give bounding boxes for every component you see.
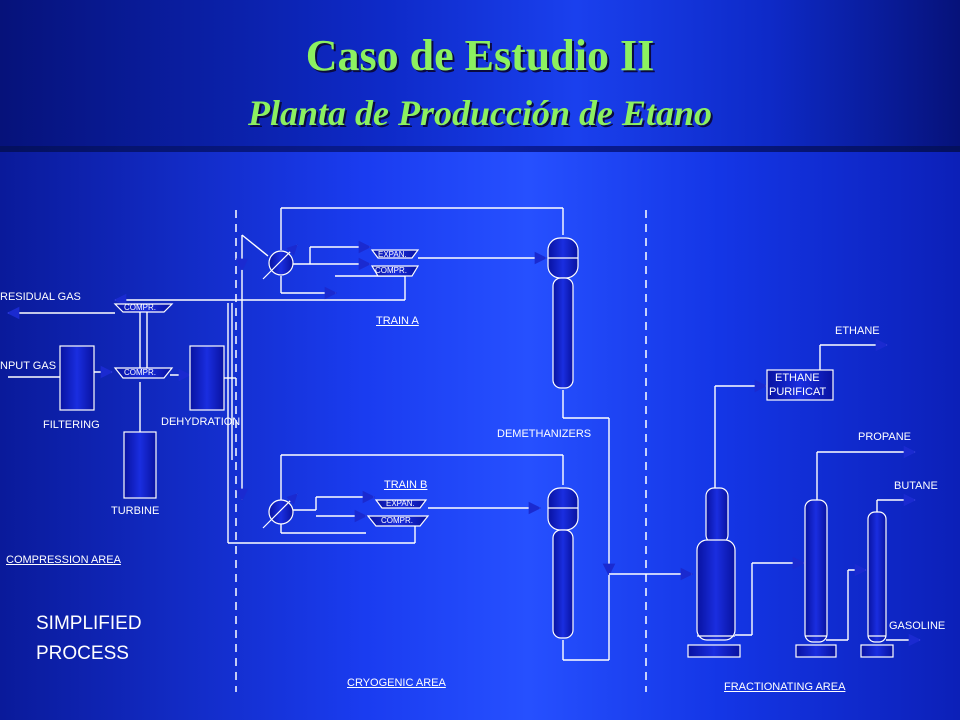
demethanizers-label: DEMETHANIZERS [497,428,592,440]
filtering-label: FILTERING [43,419,100,431]
train-a-compr-label: COMPR. [375,266,407,275]
dehydration-vessel [189,345,225,411]
area-dividers [235,210,647,692]
train-b-compressor-symbol [366,515,430,527]
butane-label: BUTANE [894,480,938,492]
train-b-exchanger [268,499,294,525]
turbine-label: TURBINE [111,505,160,517]
fractionating-area-label: FRACTIONATING AREA [724,681,846,693]
exchanger-marks [262,244,886,637]
turbine-vessel [123,431,157,499]
demethanizer-b-body [552,529,574,639]
train-a-exchanger [268,250,294,276]
deethanizer-base [687,644,741,658]
residual-gas-label: RESIDUAL GAS [0,291,81,303]
input-gas-label: NPUT GAS [0,360,57,372]
input-compressor-symbol [113,367,174,379]
propane-label: PROPANE [858,431,911,443]
ethane-label: ETHANE [835,325,880,337]
train-a-expander-symbol [370,249,420,259]
train-a-compressor-symbol [370,265,420,277]
train-b-compr-label: COMPR. [381,516,413,525]
process-label: PROCESS [36,643,129,664]
train-b-label: TRAIN B [384,479,428,491]
debutanizer-body [867,511,887,643]
input-compr-label: COMPR. [124,368,156,377]
demethanizer-b-top [547,487,579,531]
gasoline-label: GASOLINE [889,620,946,632]
train-a-label: TRAIN A [376,315,419,327]
ethane-purif-label-1: ETHANE [775,372,820,384]
deethanizer-top [705,487,729,544]
depropanizer-base [795,644,837,658]
depropanizer-body [804,499,828,643]
filter-vessel [59,345,95,411]
slide-subtitle: Planta de Producción de Etano [247,93,712,133]
train-a-expan-label: EXPAN. [378,250,407,259]
ethane-purif-label-2: PURIFICAT [769,386,827,398]
train-b-expander-symbol [374,499,428,509]
residual-compressor-symbol [113,303,174,313]
debutanizer-base [860,644,894,658]
deethanizer-body [696,539,736,641]
slide-title: Caso de Estudio II [305,31,655,80]
title-divider [0,146,960,152]
title-band [0,0,960,148]
simplified-label: SIMPLIFIED [36,613,142,634]
residual-compr-label: COMPR. [124,303,156,312]
dehydration-label: DEHYDRATION [161,416,241,428]
equipment [59,237,894,658]
demethanizer-a-body [552,277,574,389]
cryogenic-area-label: CRYOGENIC AREA [347,677,446,689]
ethane-purification-box [766,369,834,401]
train-b-expan-label: EXPAN. [386,499,415,508]
compression-area-label: COMPRESSION AREA [6,554,121,566]
